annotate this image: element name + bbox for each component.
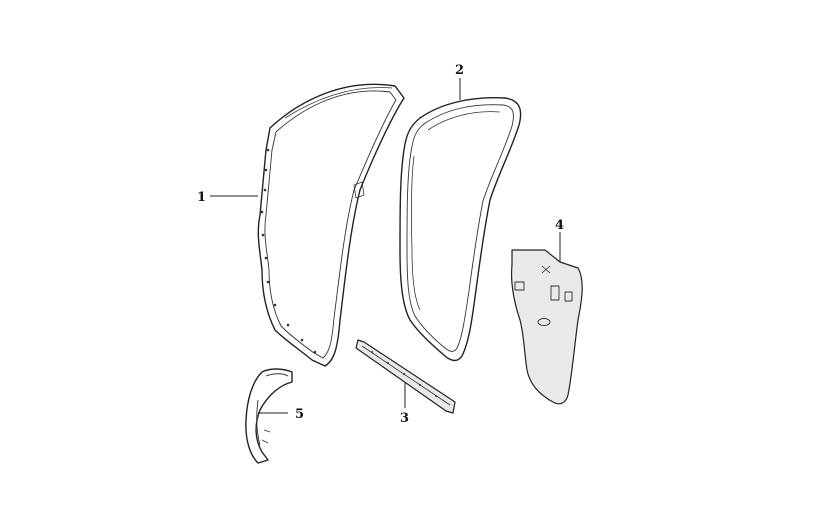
callout-1: 1 (197, 190, 206, 205)
callout-3: 3 (400, 411, 409, 426)
callout-4: 4 (555, 218, 564, 233)
door-frame-seal-icon[interactable] (257, 83, 405, 367)
corner-seal-piece-icon[interactable] (245, 368, 293, 464)
callout-2: 2 (455, 63, 464, 78)
callout-5: 5 (295, 407, 304, 422)
window-channel-strip-icon[interactable] (355, 339, 456, 414)
door-body-seal-icon[interactable] (399, 96, 522, 362)
moisture-barrier-sheet-icon[interactable] (510, 249, 583, 405)
